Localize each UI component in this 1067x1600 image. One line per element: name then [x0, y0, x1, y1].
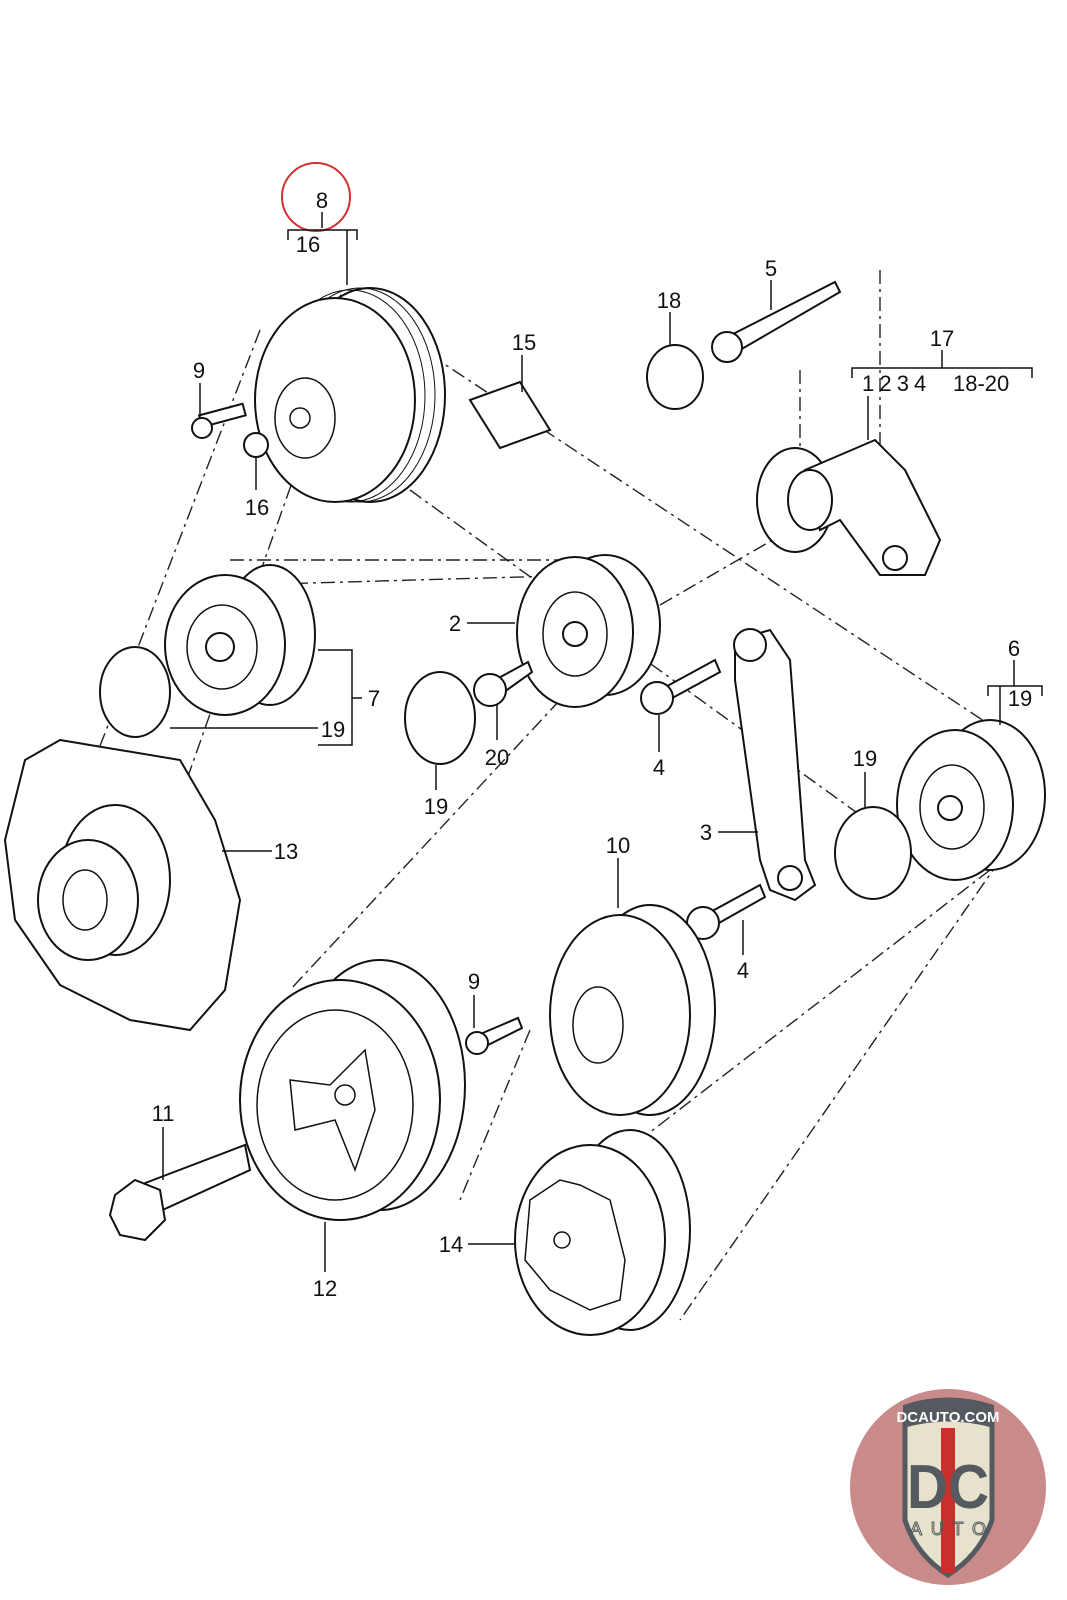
callout-6: 6 — [1008, 636, 1020, 661]
bracket-13 — [3, 738, 242, 1032]
part-callouts: 8 16 9 16 15 18 5 17 1 2 3 4 18-20 2 7 1… — [152, 188, 1033, 1301]
callout-7: 7 — [368, 686, 380, 711]
leader-lines — [162, 212, 1043, 1272]
cover-19-left — [99, 646, 171, 738]
logo-mark: DC — [907, 1453, 989, 1522]
idler-pulley-7 — [164, 564, 316, 716]
bolt-4-lower — [686, 883, 767, 940]
bolt-9-lower — [465, 1016, 524, 1055]
callout-17-sub-1-4: 1 2 3 4 — [862, 371, 926, 396]
callout-16: 16 — [245, 495, 269, 520]
cover-19-middle — [404, 671, 476, 765]
callout-13: 13 — [274, 839, 298, 864]
callout-20: 20 — [485, 745, 509, 770]
callout-18: 18 — [657, 288, 681, 313]
callout-19-left: 19 — [321, 717, 345, 742]
callout-14: 14 — [439, 1232, 463, 1257]
callout-4-upper: 4 — [653, 755, 665, 780]
callout-9-lower: 9 — [468, 969, 480, 994]
callout-10: 10 — [606, 833, 630, 858]
callout-3: 3 — [700, 820, 712, 845]
bolt-11 — [108, 1143, 252, 1242]
bolt-5 — [711, 280, 842, 363]
callout-5: 5 — [765, 256, 777, 281]
callout-11: 11 — [152, 1101, 175, 1126]
dcauto-logo: DCAUTO.COM DC AUTO — [850, 1389, 1046, 1585]
callout-8: 8 — [316, 188, 328, 213]
cap-18 — [646, 344, 704, 410]
pulley-14 — [514, 1129, 691, 1336]
callout-12: 12 — [313, 1276, 337, 1301]
idler-pulley-6 — [896, 719, 1046, 881]
callout-9: 9 — [193, 358, 205, 383]
callout-19-middle: 19 — [424, 794, 448, 819]
highlight-circle — [281, 162, 351, 232]
callout-19-sub: 19 — [1008, 686, 1032, 711]
callout-4-lower: 4 — [737, 958, 749, 983]
callout-19-right: 19 — [853, 746, 877, 771]
bolt-4-upper — [640, 658, 722, 715]
bolt-20 — [473, 660, 534, 707]
pulley-10 — [549, 904, 716, 1116]
cover-19-right — [834, 806, 912, 900]
callout-15: 15 — [512, 330, 536, 355]
callout-17-sub-18-20: 18-20 — [953, 371, 1009, 396]
logo-url-text: DCAUTO.COM — [896, 1409, 999, 1426]
crank-pulley-12 — [239, 959, 466, 1221]
pulley-8 — [254, 287, 446, 503]
idler-pulley-2 — [516, 554, 661, 708]
damper-3 — [733, 628, 817, 902]
callout-17: 17 — [930, 326, 954, 351]
callout-2: 2 — [449, 611, 461, 636]
cap-16 — [243, 432, 269, 458]
tensioner-17 — [756, 438, 942, 576]
belt-segment-15 — [468, 380, 552, 450]
callout-16-sub: 16 — [296, 232, 320, 257]
bolt-9-top — [191, 402, 247, 439]
